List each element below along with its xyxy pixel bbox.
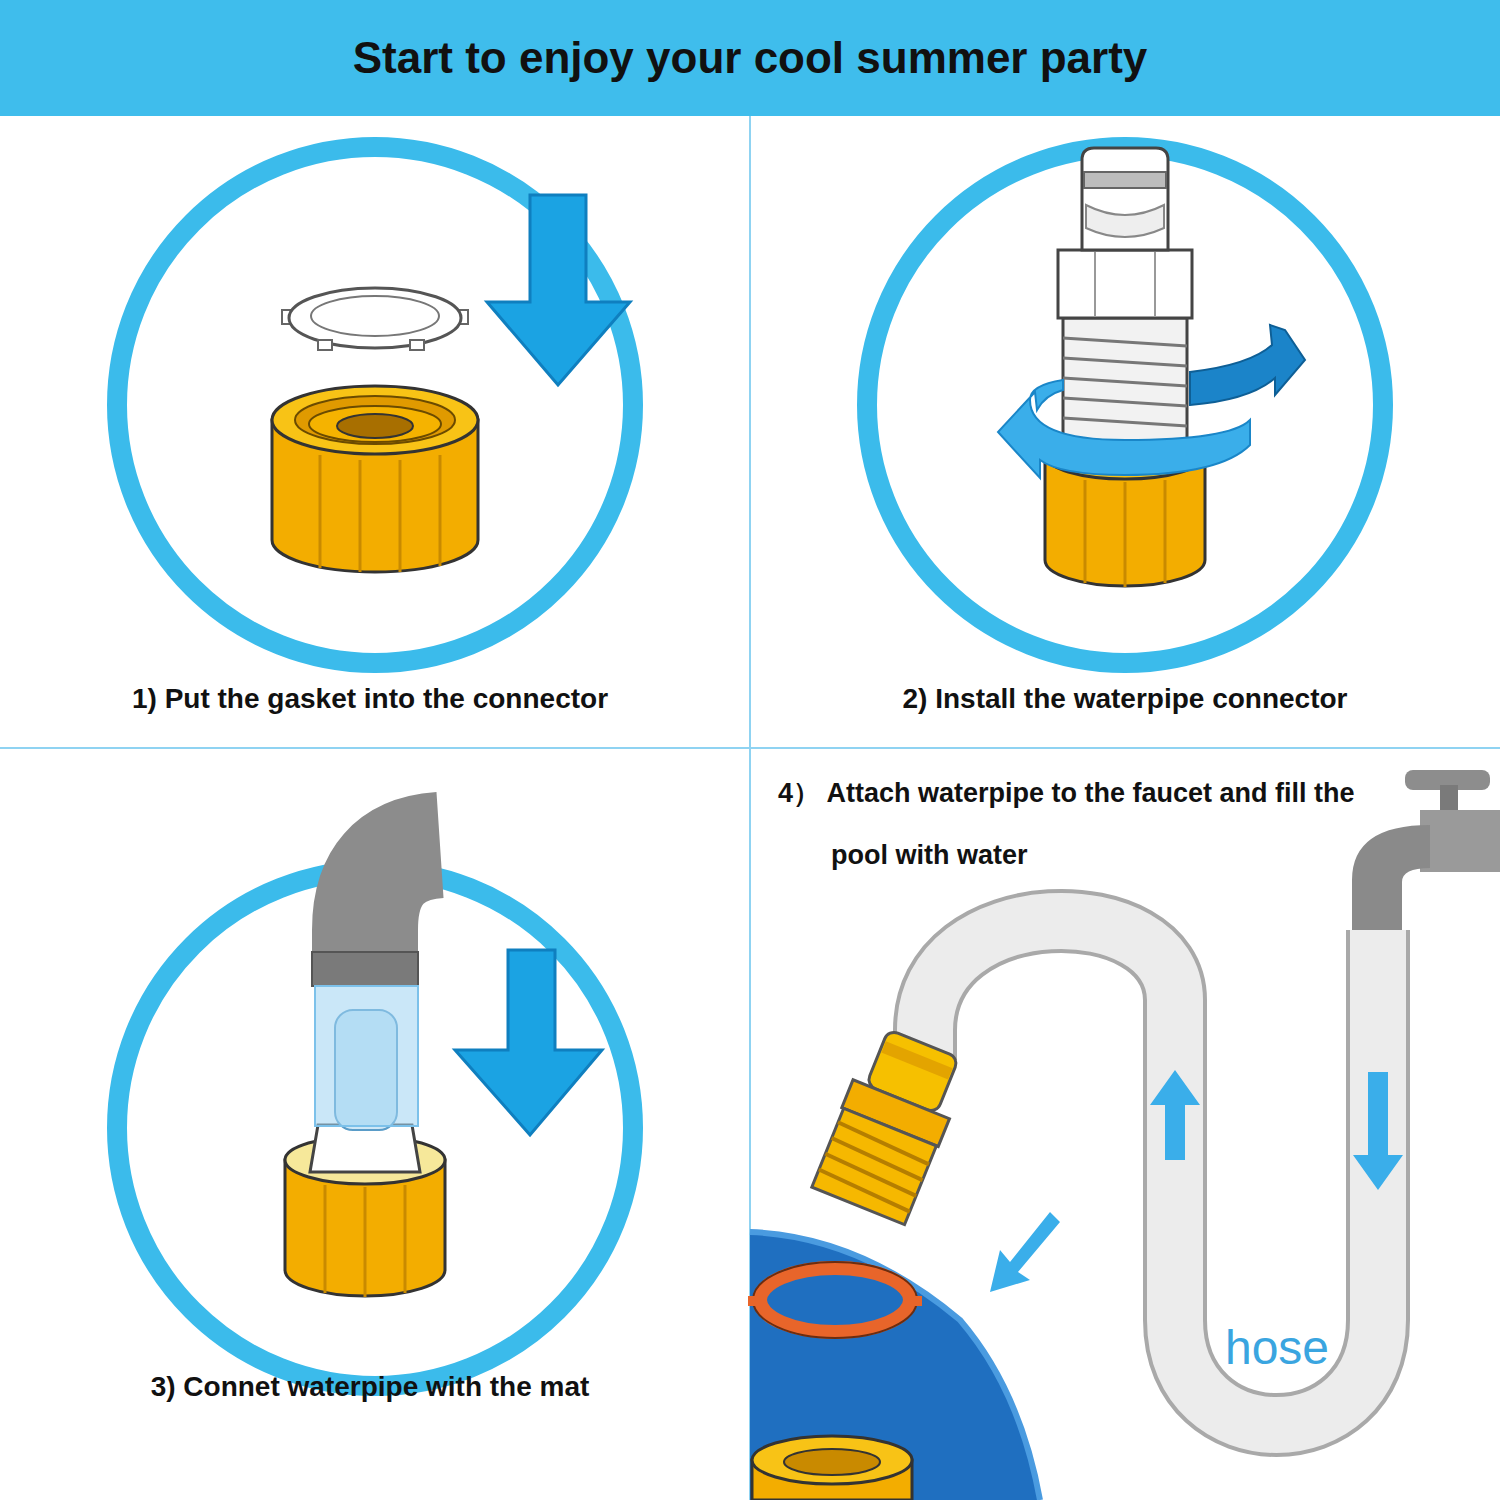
step-caption: 4） Attach waterpipe to the faucet and fi… xyxy=(778,762,1378,886)
hose-label: hose xyxy=(1222,1322,1332,1375)
step-caption: 1) Put the gasket into the connector xyxy=(10,682,730,716)
step-caption: 2) Install the waterpipe connector xyxy=(765,682,1485,716)
step-caption: 3) Connet waterpipe with the mat xyxy=(10,1370,730,1404)
title-text: Start to enjoy your cool summer party xyxy=(0,0,1500,116)
